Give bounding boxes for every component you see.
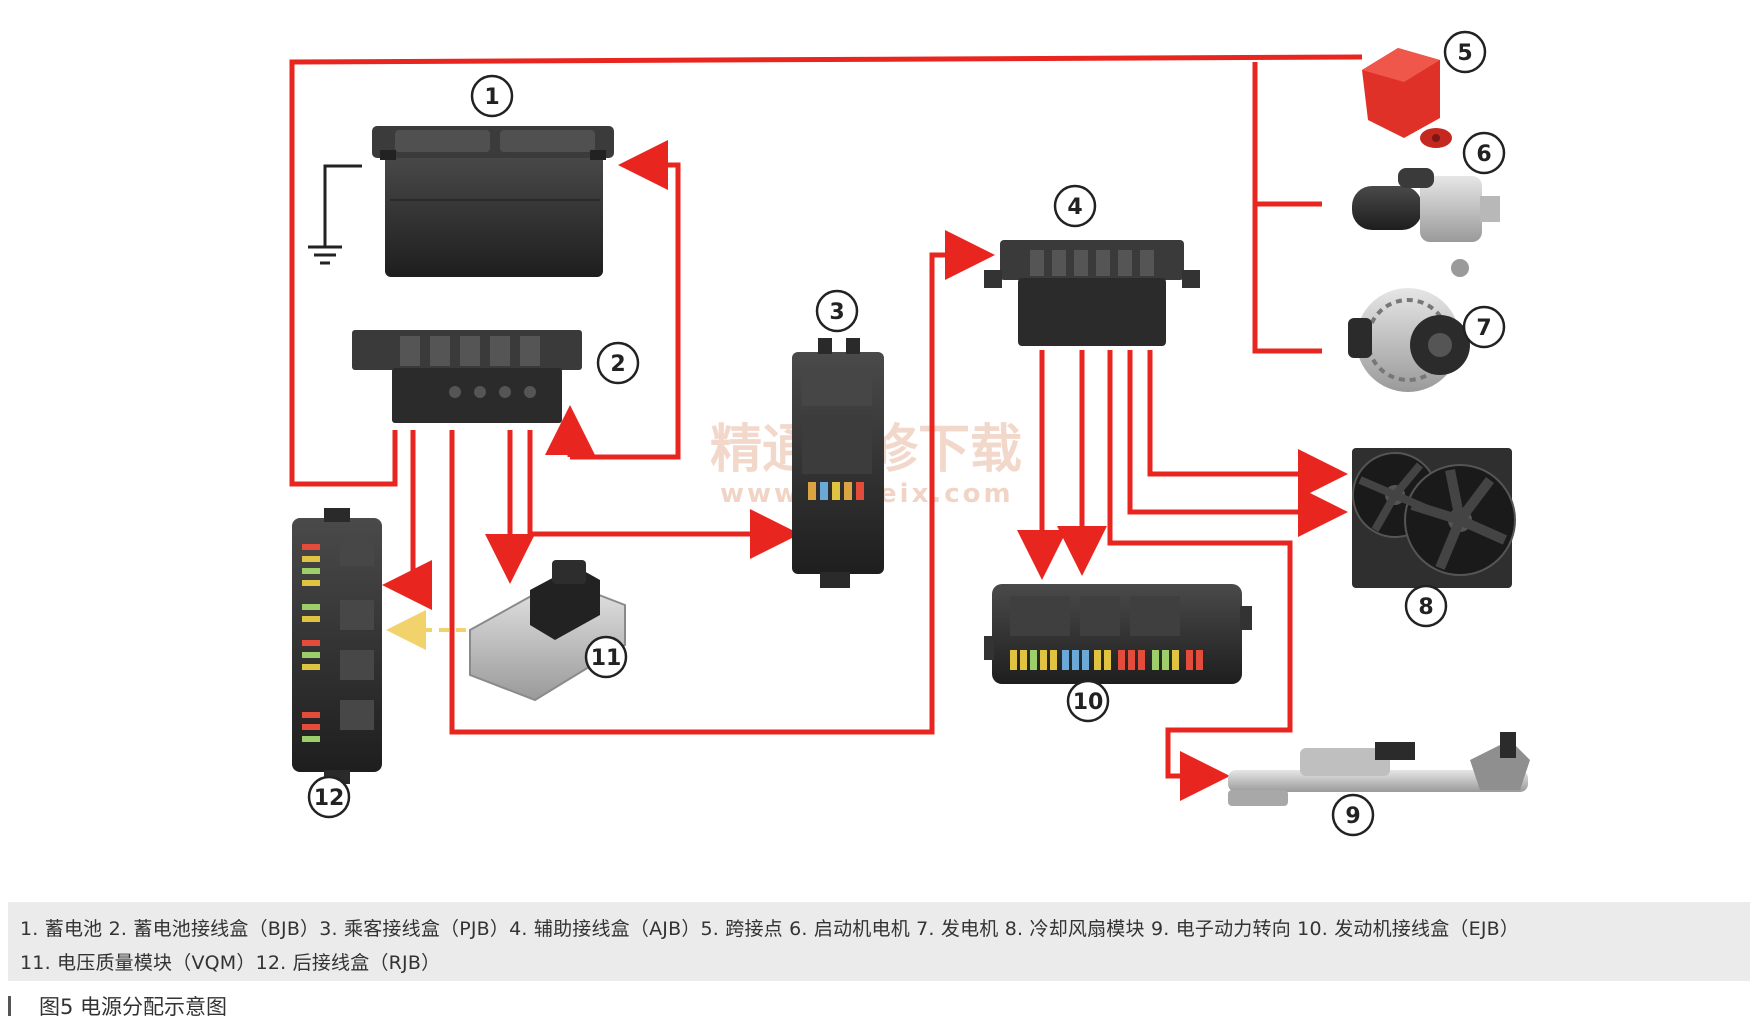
alternator-icon [1348,288,1470,392]
ejb-fuses [1010,650,1203,670]
callout-1-label: 1 [484,85,499,110]
callout-10-label: 10 [1073,690,1104,715]
wire-bjb-to-pjb [527,430,800,559]
callout-4-label: 4 [1067,195,1082,220]
callout-5: 5 [1443,30,1487,74]
pjb-passenger-junction-box-icon [792,338,884,588]
callout-7-label: 7 [1476,316,1491,341]
bjb-battery-junction-box-icon [352,330,582,423]
callout-9: 9 [1331,793,1375,837]
ejb-engine-junction-box-icon [984,584,1252,684]
ajb-auxiliary-junction-box-icon [984,240,1200,346]
callout-8: 8 [1404,584,1448,628]
figure-caption: 图5 电源分配示意图 [8,990,227,1022]
callout-4: 4 [1053,184,1097,228]
callout-11-label: 11 [591,646,622,671]
wire-branch-starter-alternator [1252,62,1322,354]
wire-ajb-to-eps [1107,350,1293,801]
callout-3: 3 [815,289,859,333]
callout-11: 11 [584,635,628,679]
vqm-voltage-quality-module-icon [469,560,626,702]
callout-3-label: 3 [829,300,844,325]
caption-text: 图5 电源分配示意图 [39,995,228,1019]
wire-ajb-to-fan-1 [1127,350,1348,537]
rjb-rear-junction-box-icon [292,508,382,784]
callout-6: 6 [1462,131,1506,175]
legend-line-1: 1. 蓄电池 2. 蓄电池接线盒（BJB）3. 乘客接线盒（PJB）4. 辅助接… [20,918,1520,940]
electric-power-steering-icon [1228,732,1530,806]
wiring [289,54,1363,801]
jump-point-icon [1362,48,1452,148]
legend-panel: 1. 蓄电池 2. 蓄电池接线盒（BJB）3. 乘客接线盒（PJB）4. 辅助接… [8,902,1750,981]
callout-6-label: 6 [1476,142,1491,167]
callout-8-label: 8 [1418,595,1433,620]
legend-line-2: 11. 电压质量模块（VQM）12. 后接线盒（RJB） [20,952,441,974]
callout-10: 10 [1066,679,1110,723]
callout-1: 1 [470,74,514,118]
power-distribution-diagram: 精通维修下载 www.gzweix.com [289,30,1530,837]
wire-jumppoint-to-bjb [289,54,1363,487]
callout-2: 2 [596,341,640,385]
caption-bar [8,996,11,1016]
callout-12: 12 [307,775,351,819]
wire-bjb-to-rjb [382,430,432,610]
wire-ajb-to-fan-2 [1147,350,1348,499]
wire-bjb-to-battery [570,140,681,460]
callout-7: 7 [1462,305,1506,349]
callout-5-label: 5 [1457,41,1472,66]
callout-9-label: 9 [1345,804,1360,829]
callout-2-label: 2 [610,352,625,377]
wire-bjb-to-ajb [449,230,995,735]
callout-12-label: 12 [314,786,345,811]
cooling-fan-module-icon [1352,448,1516,588]
rjb-fuses [302,544,320,742]
ground-icon [308,164,362,265]
battery-icon [372,126,614,277]
starter-motor-icon [1352,168,1500,277]
